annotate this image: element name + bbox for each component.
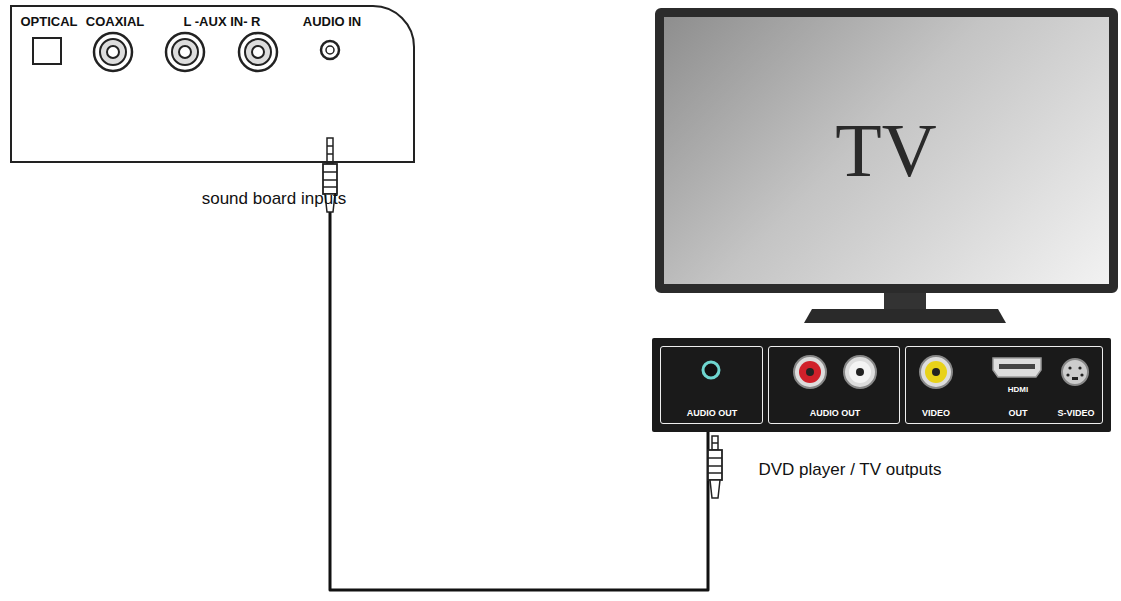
port-label: S-VIDEO (1057, 409, 1094, 419)
port-group: VIDEO HDMI OUT S-VIDEO (905, 346, 1103, 424)
port-label: L -AUX IN- R (183, 15, 260, 29)
audio-plug (708, 436, 722, 498)
coaxial-jack (94, 33, 132, 71)
port-label: AUDIO OUT (687, 409, 738, 419)
hdmi-port (993, 358, 1041, 377)
port-label: AUDIO IN (303, 15, 362, 29)
audio-in-jack (321, 41, 339, 59)
dvd-ports (703, 356, 1088, 388)
audio-out-jack (703, 362, 719, 378)
caption-label: sound board inputs (202, 190, 347, 209)
port-label: COAXIAL (86, 15, 145, 29)
port-label: OUT (1009, 409, 1028, 419)
aux-right-jack (239, 33, 277, 71)
port-group: AUDIO OUT (660, 346, 763, 424)
aux-left-jack (166, 33, 204, 71)
dvd-player-panel: DVD player / TV outputsAUDIO OUTAUDIO OU… (652, 338, 1111, 432)
tv-screen: TV (655, 8, 1118, 293)
sound-board-jacks (33, 33, 339, 71)
port-label: VIDEO (922, 409, 950, 419)
red-rca-jack (794, 356, 826, 388)
white-rca-jack (844, 356, 876, 388)
port-label: OPTICAL (20, 15, 77, 29)
screen-label: TV (835, 109, 936, 193)
port-group: AUDIO OUT (768, 346, 900, 424)
caption-label: DVD player / TV outputs (759, 461, 942, 480)
optical-port (33, 38, 61, 64)
port-label: HDMI (1008, 386, 1028, 395)
s-video-jack (1062, 359, 1088, 385)
sound-board-panel: OPTICALCOAXIALL -AUX IN- RAUDIO INsound … (10, 5, 415, 163)
video-rca-jack (920, 356, 952, 388)
port-label: AUDIO OUT (810, 409, 861, 419)
tv-stand (804, 293, 1006, 323)
